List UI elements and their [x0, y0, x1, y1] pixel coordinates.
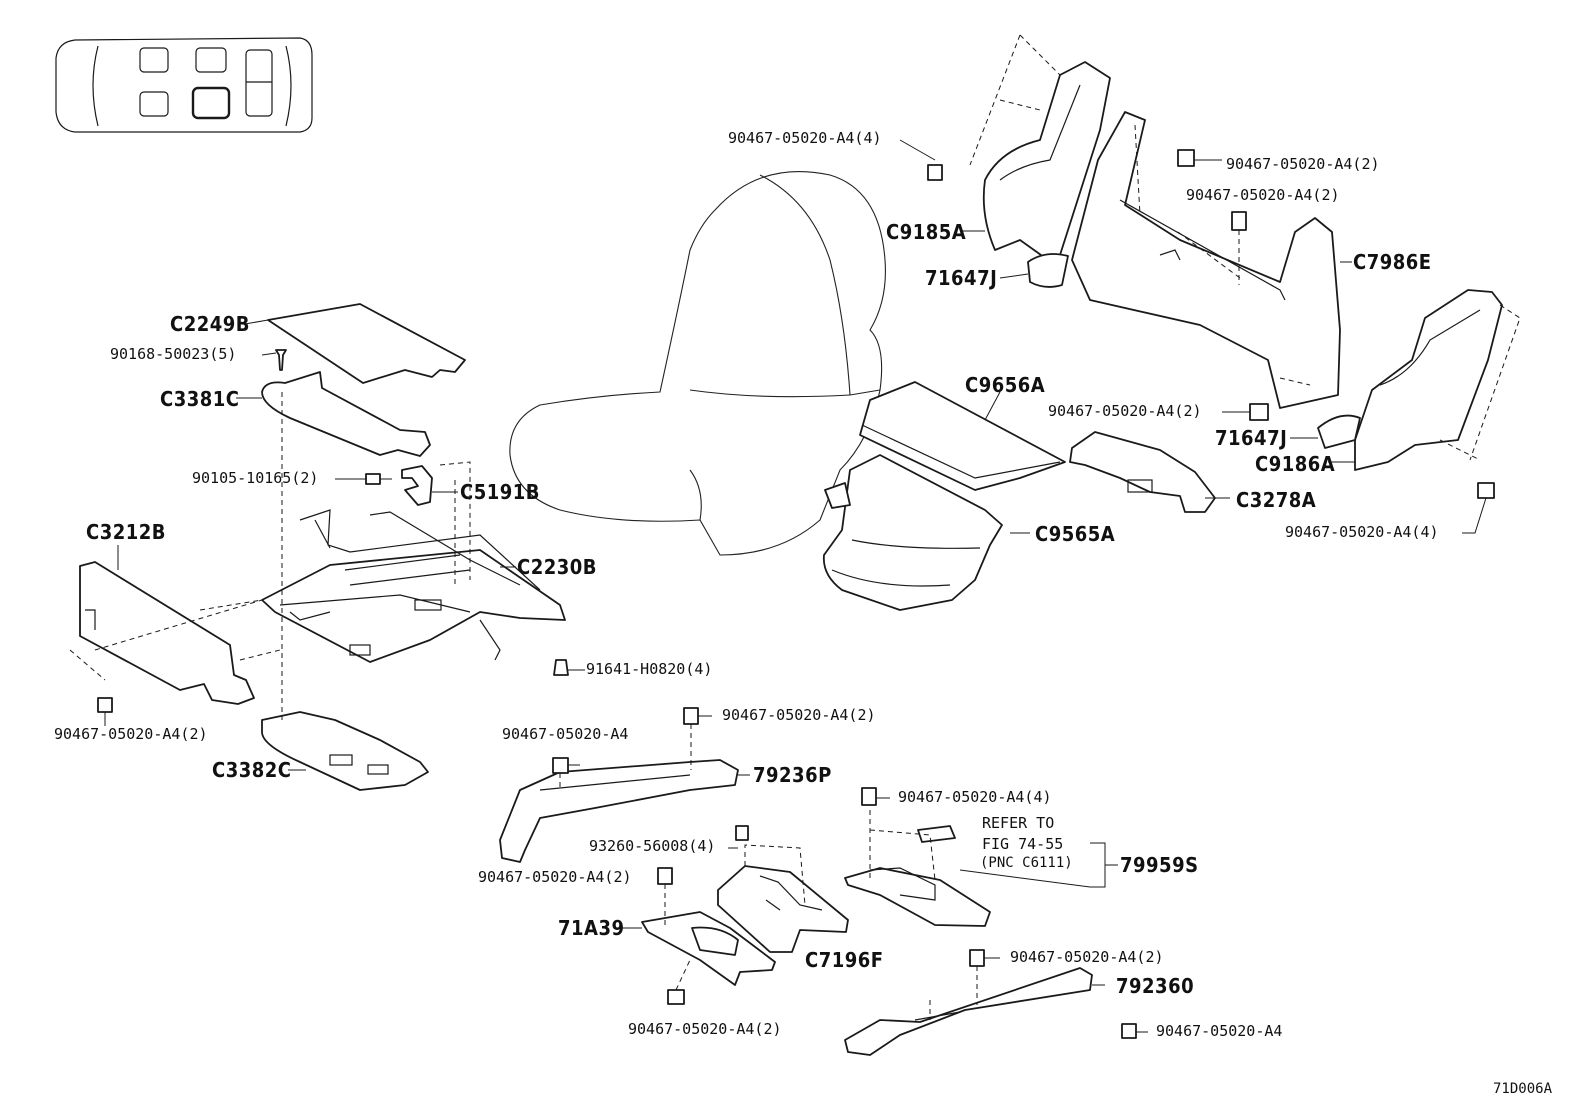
label-c5191b: C5191B [460, 480, 540, 504]
part-c3382c [261, 711, 429, 791]
label-c3278a: C3278A [1236, 488, 1317, 512]
label-c9185a: C9185A [886, 220, 967, 244]
screw-90168 [261, 349, 287, 371]
label-c3212b: C3212B [86, 520, 166, 544]
label-c2230b: C2230B [517, 555, 597, 579]
label-c7196f: C7196F [805, 948, 884, 972]
part-c7196f [717, 844, 849, 953]
label-792q-right-bolt: 90467-05020-A4 [1156, 1022, 1283, 1040]
part-c2230b [261, 509, 566, 663]
screw-c7986-top [1177, 149, 1222, 167]
part-79959s [844, 810, 1118, 927]
part-c7986e [1071, 111, 1352, 409]
screw-c9186-bottom [1462, 482, 1495, 534]
assembly-lines-left [69, 392, 471, 720]
label-79959s: 79959S [1120, 853, 1199, 877]
screw-792p-left [552, 757, 580, 790]
label-90105: 90105-10165(2) [192, 469, 319, 487]
screw-71a39-bottom [667, 959, 691, 1005]
label-792360: 792360 [1116, 974, 1195, 998]
label-c3382c: C3382C [212, 758, 292, 782]
label-c9656a: C9656A [965, 373, 1046, 397]
part-c9186a [1328, 289, 1521, 471]
bolt-91641 [553, 659, 585, 676]
seat-outline [509, 171, 886, 556]
screw-792p-top [683, 707, 712, 770]
part-c9185a [962, 34, 1111, 261]
label-90168: 90168-50023(5) [110, 345, 237, 363]
label-792p-top-bolt: 90467-05020-A4(2) [722, 706, 876, 724]
screw-93260 [728, 825, 749, 849]
label-71a39-bottom-bolt: 90467-05020-A4(2) [628, 1020, 782, 1038]
label-799-top-bolt: 90467-05020-A4(4) [898, 788, 1052, 806]
label-c7986-top-bolt: 90467-05020-A4(2) [1226, 155, 1380, 173]
label-71a39: 71A39 [558, 916, 625, 940]
part-c9656a [859, 381, 1066, 491]
label-79236p: 79236P [753, 763, 832, 787]
label-c2249b: C2249B [170, 312, 250, 336]
label-c9186a: C9186A [1255, 452, 1336, 476]
part-71647j-b [1290, 414, 1361, 449]
part-71647j-a [999, 253, 1069, 288]
label-refer-line1: REFER TO [982, 814, 1055, 832]
screw-792q-top [929, 949, 1000, 1020]
screw-799-top [861, 787, 890, 806]
label-792p-left-bolt: 90467-05020-A4 [502, 725, 629, 743]
part-c5191b [401, 465, 458, 506]
label-792q-top-bolt: 90467-05020-A4(2) [1010, 948, 1164, 966]
label-c9185-top-bolt: 90467-05020-A4(4) [728, 129, 882, 147]
screw-c9656-right [1222, 403, 1269, 421]
screw-90105 [335, 473, 392, 485]
label-c9565a: C9565A [1035, 522, 1116, 546]
screw-71a39-top [657, 867, 673, 925]
screw-c9185-top [899, 139, 943, 181]
label-c9656-right-bolt: 90467-05020-A4(2) [1048, 402, 1202, 420]
label-71647j-a: 71647J [925, 266, 998, 290]
screw-c7986-mid [1231, 211, 1247, 285]
label-c9186-bottom-bolt: 90467-05020-A4(4) [1285, 523, 1439, 541]
part-71a39 [617, 911, 776, 986]
label-c3381c: C3381C [160, 387, 240, 411]
part-c3212b [79, 545, 255, 705]
label-93260: 93260-56008(4) [589, 837, 716, 855]
screw-left-bottom [97, 697, 113, 726]
label-c7986-mid-bolt: 90467-05020-A4(2) [1186, 186, 1340, 204]
screw-792q-right [1121, 1023, 1148, 1039]
label-91641: 91641-H0820(4) [586, 660, 713, 678]
part-c9565a [822, 454, 1030, 611]
label-71a39-top-bolt: 90467-05020-A4(2) [478, 868, 632, 886]
label-left-bottom-bolt: 90467-05020-A4(2) [54, 725, 208, 743]
figure-code: 71D006A [1493, 1081, 1553, 1097]
part-c2249b [244, 303, 466, 384]
label-c7986e: C7986E [1353, 250, 1432, 274]
part-c3381c [236, 371, 431, 457]
label-refer-line2: FIG 74-55 [982, 835, 1064, 853]
part-792360 [844, 967, 1105, 1056]
label-refer-line3: (PNC C6111) [980, 855, 1073, 871]
vehicle-locator-icon [55, 37, 313, 133]
part-c3278a [1069, 431, 1230, 513]
label-71647j-b: 71647J [1215, 426, 1288, 450]
